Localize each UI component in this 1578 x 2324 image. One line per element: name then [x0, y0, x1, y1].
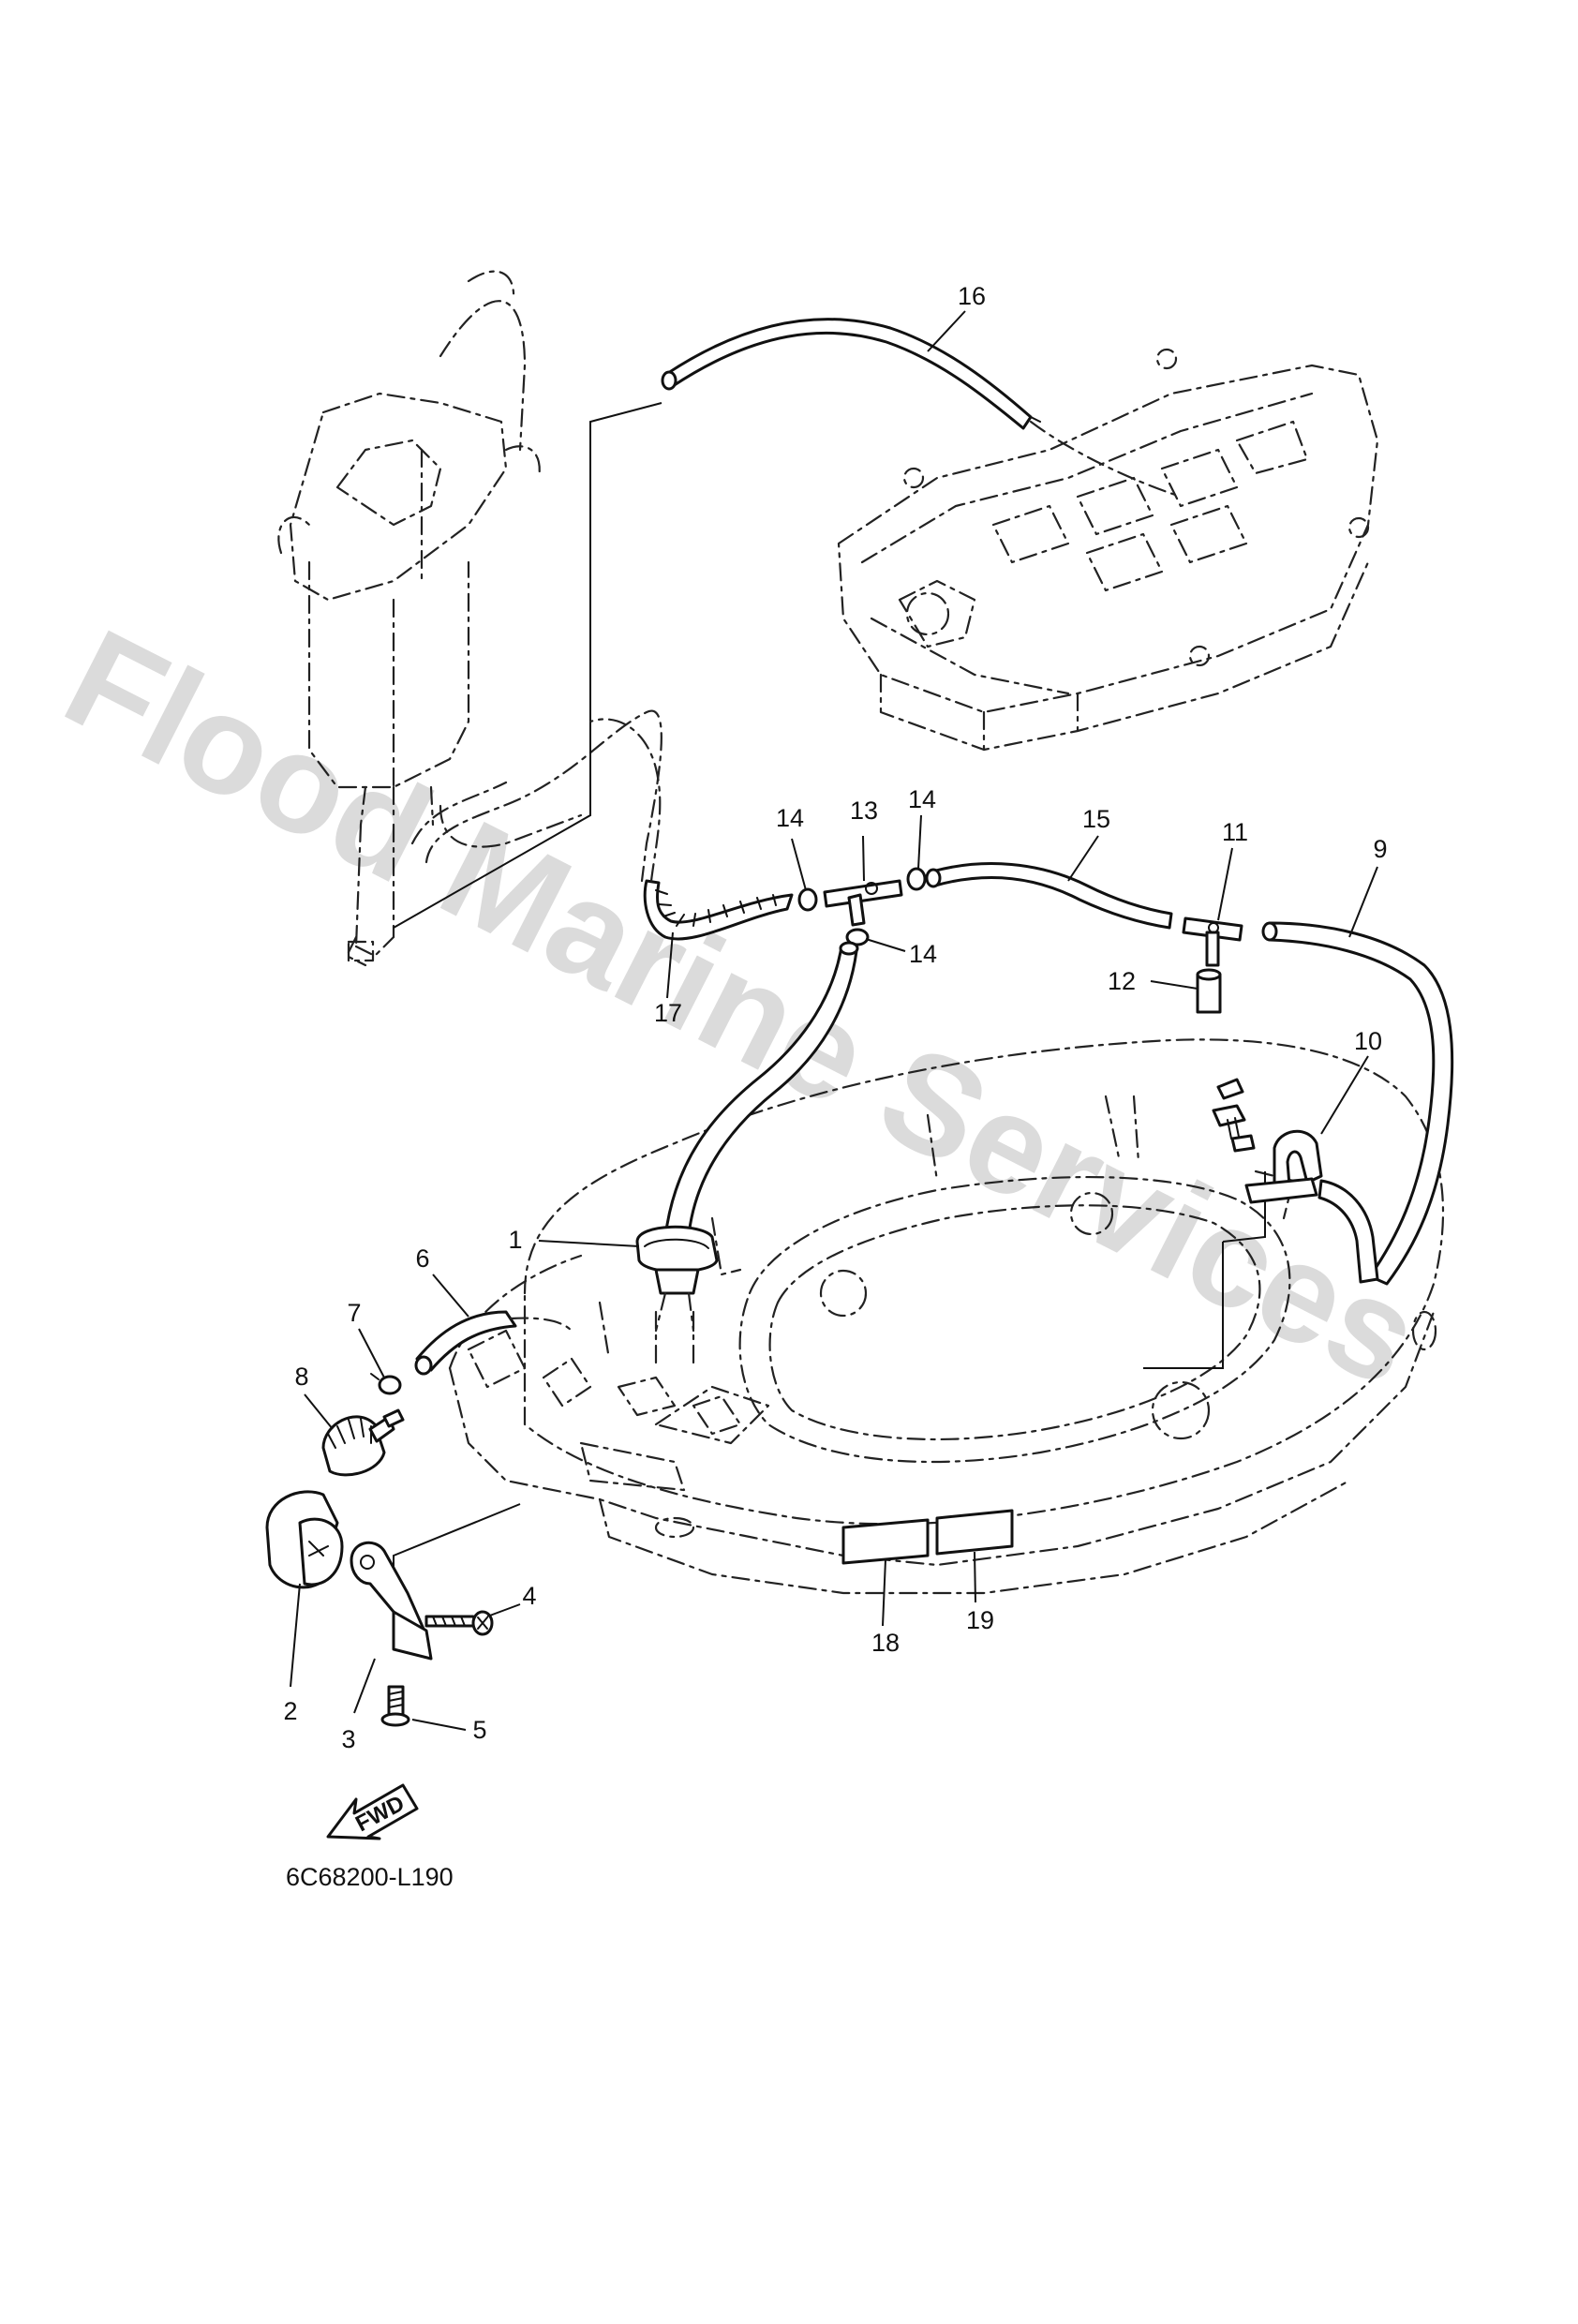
- part-8-nut: [321, 1408, 405, 1477]
- part-6-hose: [414, 1310, 573, 1376]
- callout-5: 5: [472, 1716, 486, 1744]
- callout-3: 3: [341, 1725, 355, 1753]
- callout-18: 18: [871, 1629, 900, 1657]
- phantom-hoses: [410, 709, 662, 883]
- callout-19: 19: [966, 1606, 994, 1634]
- part-7-clamp: [370, 1373, 402, 1395]
- part-2-elbow: [265, 1490, 344, 1589]
- part-5-bolt: [380, 1685, 410, 1727]
- callout-7: 7: [347, 1299, 361, 1327]
- diagram-code: 6C68200-L190: [286, 1863, 454, 1891]
- vapor-separator-assembly: [277, 270, 583, 967]
- callout-1: 1: [508, 1226, 522, 1254]
- callout-13: 13: [850, 797, 878, 825]
- watermark-text: Flood Marine Services: [42, 599, 1443, 1417]
- callout-9: 9: [1373, 835, 1387, 863]
- callout-8: 8: [294, 1363, 308, 1391]
- part-17-corrugated-hose: [588, 718, 794, 941]
- callout-numbers: 1 2 3 4 5 6 7 8 9 10 11 12 13 14 14 14 1…: [283, 282, 1387, 1753]
- callout-10: 10: [1354, 1027, 1382, 1055]
- part-1-grommet-hose: [635, 941, 859, 1333]
- part-11-t-joint: [1182, 916, 1243, 967]
- part-16-hose: [661, 318, 1183, 499]
- part-13-t-joint: [823, 879, 903, 927]
- callout-14a: 14: [776, 804, 804, 832]
- part-9-hose: [1261, 921, 1454, 1286]
- part-14-clamps: [797, 867, 927, 946]
- callout-12: 12: [1108, 967, 1136, 995]
- part-3-bracket: [350, 1541, 433, 1661]
- watermark: Flood Marine Services: [42, 599, 1443, 1417]
- callout-15: 15: [1082, 805, 1110, 833]
- part-4-screw: [424, 1610, 494, 1636]
- callout-14b: 14: [908, 785, 936, 813]
- forward-arrow: FWD: [326, 1783, 419, 1840]
- callout-17: 17: [654, 999, 682, 1027]
- callout-16: 16: [958, 282, 986, 310]
- parts-18-19-labels: [841, 1509, 1014, 1565]
- callout-2: 2: [283, 1697, 297, 1725]
- part-10-clip: [1212, 1078, 1323, 1204]
- callout-14c: 14: [909, 940, 937, 968]
- part-15-hose: [925, 862, 1173, 930]
- callout-4: 4: [522, 1582, 536, 1610]
- callout-6: 6: [415, 1244, 429, 1273]
- callout-11: 11: [1222, 818, 1248, 846]
- part-12-joint: [1196, 968, 1222, 1014]
- upper-case-mount: [837, 348, 1379, 752]
- callout-leaders: [290, 310, 1378, 1731]
